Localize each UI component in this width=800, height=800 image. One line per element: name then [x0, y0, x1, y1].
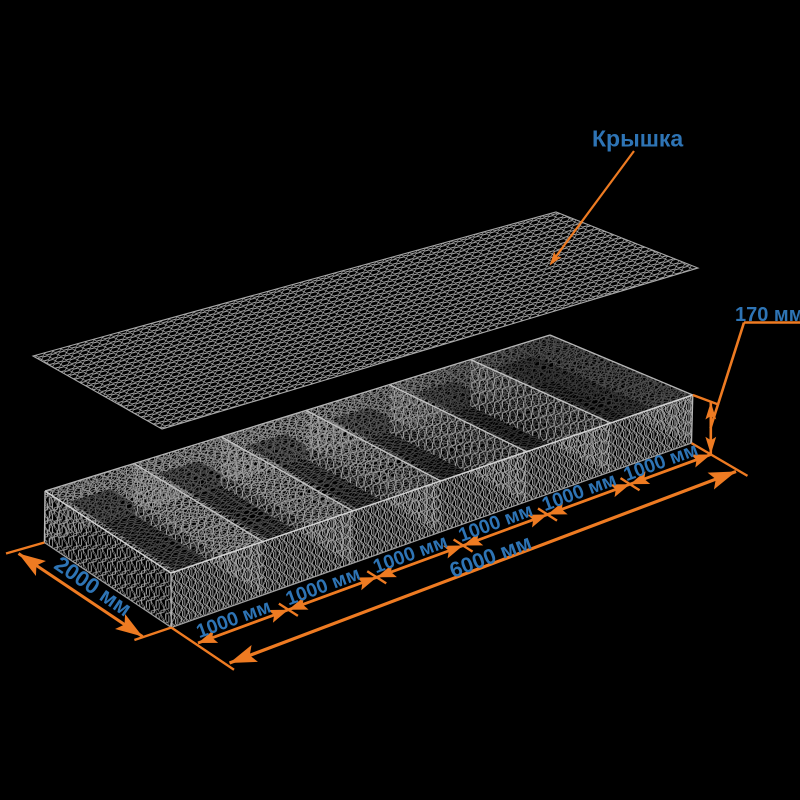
svg-text:170 мм: 170 мм — [735, 304, 800, 326]
svg-text:Крышка: Крышка — [592, 126, 683, 152]
